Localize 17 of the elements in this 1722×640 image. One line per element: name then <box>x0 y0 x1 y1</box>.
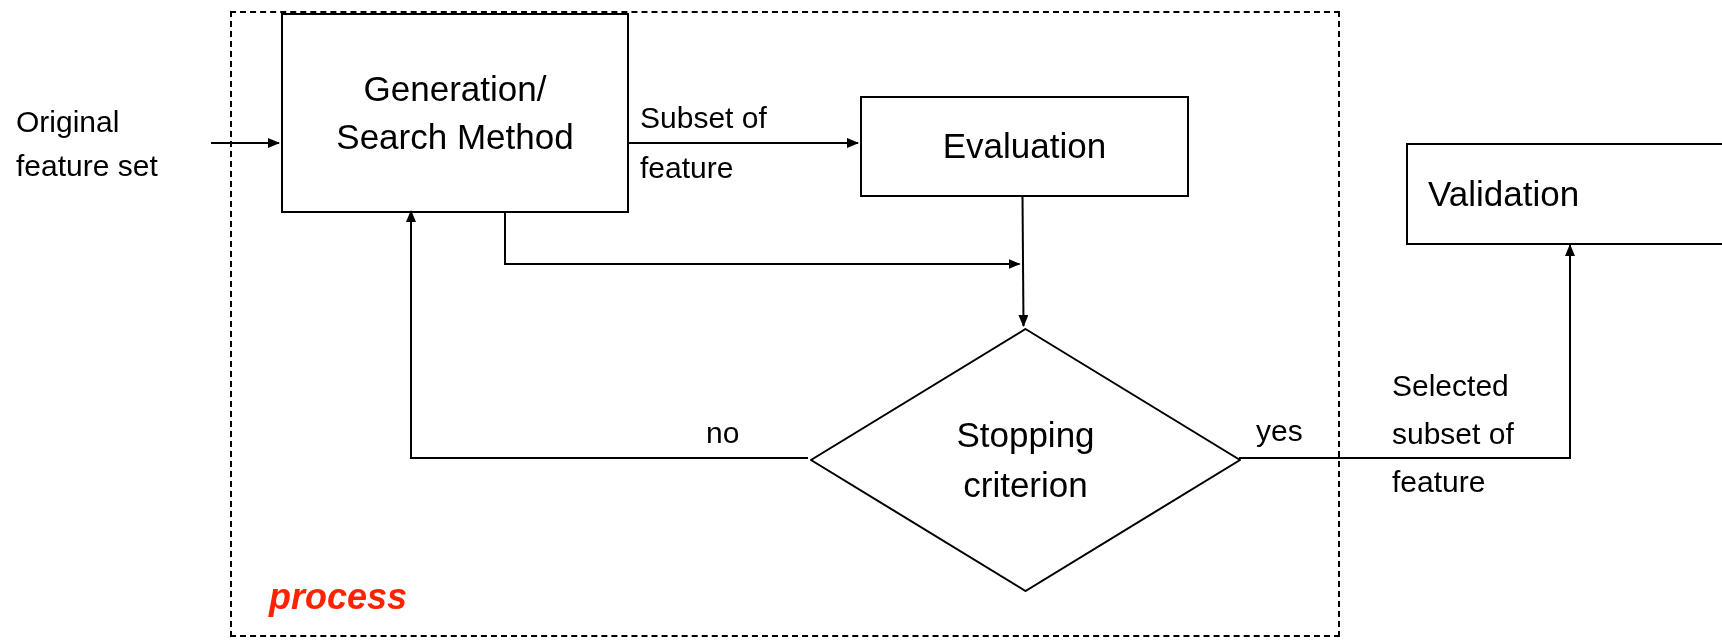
process-box: Validation <box>1406 143 1722 245</box>
arrow <box>210 138 280 148</box>
group-title: process <box>269 579 408 615</box>
dashed-group-box <box>230 11 1340 637</box>
process-box: Generation/ Search Method <box>281 13 629 213</box>
input-text: Original feature set <box>16 100 211 200</box>
arrow <box>626 138 859 148</box>
edge-label: yes <box>1256 413 1303 449</box>
arrow <box>406 210 809 459</box>
edge-label: no <box>706 415 740 451</box>
annotation-text: Selected subset of feature <box>1392 368 1515 500</box>
decision-diamond: Stopping criterion <box>810 328 1241 592</box>
arrow <box>504 210 1021 269</box>
process-box: Evaluation <box>860 96 1189 197</box>
edge-label: Subset of feature <box>640 100 768 186</box>
arrow <box>1018 194 1029 327</box>
arrow <box>1238 244 1575 459</box>
